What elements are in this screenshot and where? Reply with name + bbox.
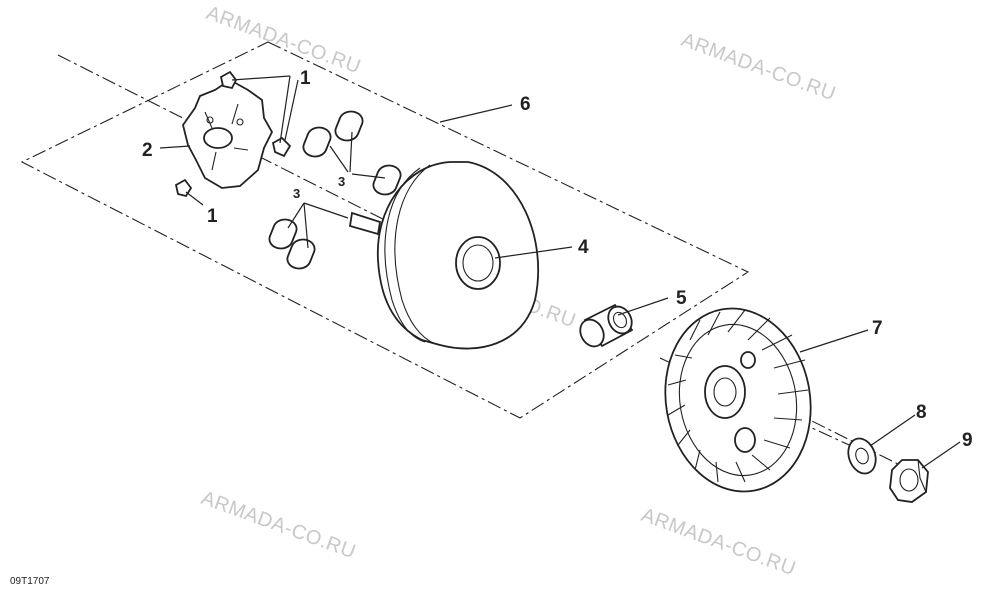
watermark-bottom-left: ARMADA-CO.RU xyxy=(198,487,358,563)
rollers xyxy=(268,110,402,270)
callout-3-lower: 3 xyxy=(293,186,300,201)
callout-6: 6 xyxy=(520,94,531,115)
fixed-drive-face xyxy=(664,307,812,493)
callout-5: 5 xyxy=(676,288,687,309)
movable-drive-face xyxy=(376,161,540,350)
nut xyxy=(889,459,929,503)
callout-1-top: 1 xyxy=(300,68,311,89)
callout-2: 2 xyxy=(142,140,153,161)
callout-7: 7 xyxy=(872,318,883,339)
leader-lines xyxy=(159,75,961,469)
callout-9: 9 xyxy=(962,430,973,451)
callout-4: 4 xyxy=(578,237,589,258)
kit-boundary-outline xyxy=(20,41,750,419)
ramp-plate xyxy=(182,78,274,189)
watermark-top-right: ARMADA-CO.RU xyxy=(678,29,838,105)
callout-numbers: 1 1 2 3 3 4 5 6 7 8 9 xyxy=(142,68,973,451)
hub-shaft xyxy=(348,211,382,236)
slide-pieces xyxy=(174,70,292,198)
axis-line-washer xyxy=(789,409,911,471)
watermark-top: ARMADA-CO.RU xyxy=(203,2,363,78)
watermark-bottom-right: ARMADA-CO.RU xyxy=(638,504,798,580)
callout-1-bottom: 1 xyxy=(207,206,218,227)
callout-8: 8 xyxy=(916,402,927,423)
callout-3-upper: 3 xyxy=(338,174,345,189)
diagram-code: 09T1707 xyxy=(10,576,50,587)
washer xyxy=(847,437,877,475)
sleeve xyxy=(579,303,634,348)
